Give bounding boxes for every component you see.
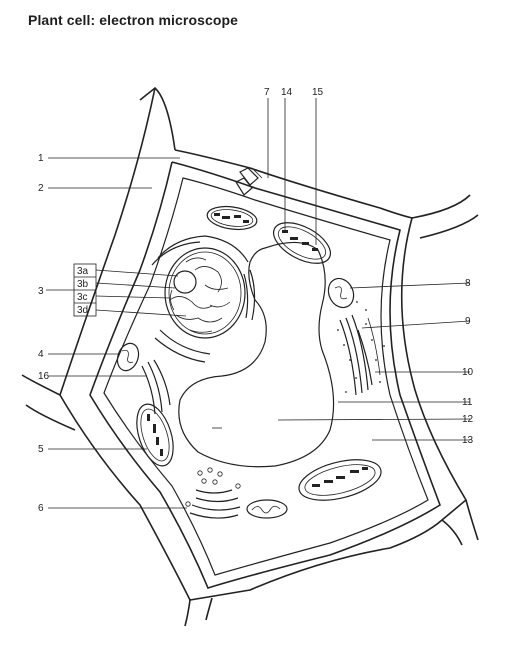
label-3d: 3d xyxy=(77,305,88,316)
vacuole xyxy=(178,241,335,468)
chloroplast-top-right xyxy=(273,222,331,264)
nucleus-label-bracket xyxy=(46,263,97,317)
cell-wall xyxy=(59,87,468,601)
label-8: 8 xyxy=(465,278,471,289)
rough-er-around-nucleus xyxy=(151,235,256,363)
label-13: 13 xyxy=(462,435,474,446)
label-16: 16 xyxy=(38,371,50,382)
mitochondrion-right xyxy=(327,277,355,309)
label-11: 11 xyxy=(462,397,473,408)
nucleus xyxy=(164,247,246,339)
label-1: 1 xyxy=(38,153,44,164)
label-3a: 3a xyxy=(77,266,89,277)
neighbour-cell-walls xyxy=(21,86,479,627)
label-2: 2 xyxy=(38,183,44,194)
chloroplast-left xyxy=(136,403,174,467)
mitochondrion-bottom xyxy=(246,499,288,519)
label-14: 14 xyxy=(281,87,293,98)
label-10: 10 xyxy=(462,367,474,378)
chloroplast-top-left xyxy=(206,205,258,231)
golgi-vesicles xyxy=(185,467,241,519)
label-7: 7 xyxy=(264,87,270,98)
cell-membrane xyxy=(103,177,429,576)
label-3b: 3b xyxy=(77,279,89,290)
mitochondrion-left xyxy=(116,342,140,372)
label-3: 3 xyxy=(38,286,44,297)
ribosomes xyxy=(337,301,385,393)
label-3c: 3c xyxy=(77,292,88,303)
rough-er-right xyxy=(339,314,381,396)
label-15: 15 xyxy=(312,87,324,98)
nucleolus xyxy=(173,270,197,294)
golgi-apparatus xyxy=(141,359,171,415)
diagram-title: Plant cell: electron microscope xyxy=(28,12,239,28)
label-4: 4 xyxy=(38,349,44,360)
label-6: 6 xyxy=(38,503,44,514)
label-5: 5 xyxy=(38,444,44,455)
plasmodesma xyxy=(235,167,263,196)
label-12: 12 xyxy=(462,414,474,425)
label-9: 9 xyxy=(465,316,471,327)
chloroplast-bottom-right xyxy=(298,459,382,501)
leader-lines xyxy=(48,98,471,509)
